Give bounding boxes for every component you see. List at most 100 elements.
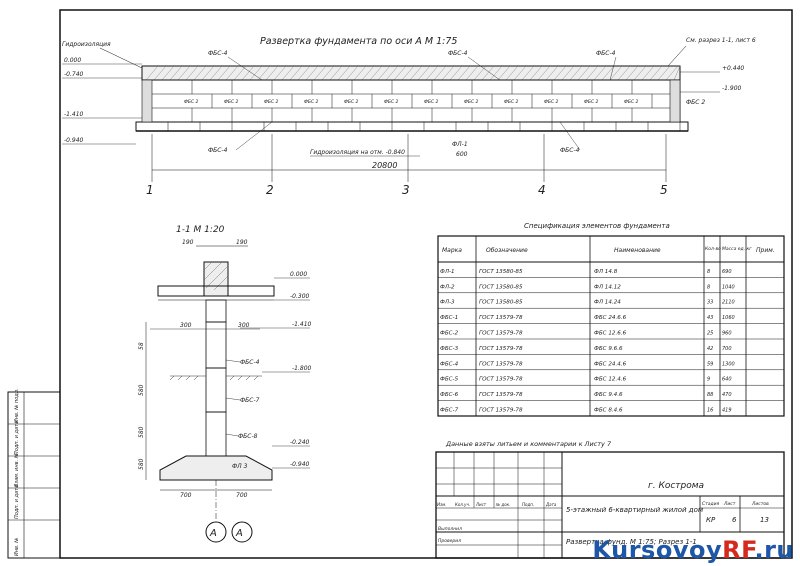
axis-label: 2: [266, 183, 274, 197]
spec-cell: 9: [707, 377, 710, 383]
tb-col-header: Дата: [545, 502, 557, 507]
spec-cell: 1040: [722, 284, 735, 290]
spec-cell: 59: [707, 361, 713, 367]
section-left-dim: 58: [138, 342, 145, 350]
block-label: ФБС 2: [464, 99, 479, 105]
spec-cell: ГОСТ 13579-78: [479, 315, 523, 321]
spec-header: Обозначение: [486, 247, 528, 254]
spec-cell: ГОСТ 13580-85: [479, 284, 523, 290]
section-left-dim: 580: [138, 458, 145, 470]
block-label: ФБС 2: [184, 99, 199, 105]
tb-col-header: Изм.: [437, 502, 446, 507]
axis-bubble: [231, 521, 253, 543]
section-axis-label: А: [235, 528, 243, 539]
callout-fbs4: ФБС-4: [560, 147, 580, 154]
side-stamp-cell: Взам. инв. №: [14, 453, 20, 487]
side-stamp: Инв. № подл. Подп. и дата Взам. инв. № П…: [7, 389, 61, 559]
level-right: +0.440: [722, 65, 744, 72]
spec-cell: 42: [707, 346, 713, 352]
spec-cell: ФЛ 14.24: [594, 300, 621, 306]
spec-cell: ФЛ 14.8: [594, 269, 618, 275]
axis-label: 1: [146, 183, 154, 197]
spec-cell: ФБС 9.4.6: [594, 392, 623, 398]
spec-cell: ГОСТ 13579-78: [479, 361, 523, 367]
spec-cell: ГОСТ 13579-78: [479, 331, 523, 337]
tb-stage-header: Стадия: [702, 501, 720, 507]
spec-cell: 700: [722, 346, 732, 352]
spec-cell: ФЛ-1: [440, 269, 455, 275]
axis-label: 4: [538, 183, 546, 197]
tb-col-header: № док.: [495, 502, 510, 507]
spec-cell: 43: [707, 315, 713, 321]
section-title: 1-1 М 1:20: [176, 225, 225, 235]
block-label: ФБС 2: [544, 99, 559, 105]
strip-joints: [167, 122, 681, 131]
spec-cell: 470: [722, 392, 732, 398]
spec-cell: ФБС 12.4.6: [594, 377, 627, 383]
label-600: 600: [456, 151, 468, 158]
spec-cell: ГОСТ 13580-85: [479, 300, 523, 306]
tb-sheets: 13: [760, 516, 769, 524]
spec-cell: 640: [722, 377, 732, 383]
spec-cell: 88: [707, 392, 713, 398]
block-label: ФБС 2: [624, 99, 639, 105]
spec-header: Кол-во: [705, 246, 721, 252]
block-label: ФБС 2: [504, 99, 519, 105]
side-stamp-cell: Подп. и дата: [14, 421, 20, 455]
section-level: -1.800: [292, 365, 312, 372]
block-label: ФБС 2: [384, 99, 399, 105]
spec-cell: ФБС-6: [440, 392, 459, 398]
axis-label: 3: [402, 183, 410, 197]
level-left: -0.940: [64, 137, 84, 144]
spec-header: Наименование: [614, 247, 661, 254]
spec-cell: ФБС 24.6.6: [594, 315, 627, 321]
section-mid-dim: 300: [180, 322, 192, 329]
section-left-dim: 580: [138, 426, 145, 438]
level-left: 0.000: [64, 57, 81, 64]
specification-table: Спецификация элементов фундамента Марка …: [437, 222, 785, 417]
section-bottom-dim: 700: [180, 492, 192, 499]
section-level: 0.000: [290, 271, 307, 278]
side-stamp-cell: Инв. № подл.: [14, 389, 20, 424]
block-label: ФБС 2: [264, 99, 279, 105]
level-left: -0.740: [64, 71, 84, 78]
overall-dimension: 20800: [372, 161, 397, 170]
block-label: ФБС 2: [424, 99, 439, 105]
tb-city: г. Кострома: [648, 481, 704, 491]
section-callout: ФБС-8: [238, 433, 258, 440]
spec-cell: 960: [722, 331, 732, 337]
slab-hatch: [145, 65, 681, 81]
section-callout: ФБС-7: [240, 397, 260, 404]
spec-cell: ФБС 9.6.6: [594, 346, 623, 352]
tb-col-header: Подп.: [522, 502, 534, 507]
tb-sheet-name: Развертка фунд. М 1:75; Разрез 1-1: [566, 538, 697, 546]
label-waterproofing: Гидроизоляция: [62, 41, 111, 48]
label-fl1: ФЛ-1: [452, 141, 468, 148]
drawing-note: Данные взяты литьем и комментарии к Лист…: [445, 440, 612, 448]
spec-cell: 690: [722, 269, 732, 275]
spec-cell: 419: [722, 408, 732, 414]
axis-bubble: [205, 521, 227, 543]
spec-cell: ГОСТ 13579-78: [479, 346, 523, 352]
spec-cell: ФБС-3: [440, 346, 459, 352]
block-label: ФБС 2: [224, 99, 239, 105]
callout-fbs4: ФБС-4: [448, 50, 468, 57]
spec-cell: ФБС-7: [440, 408, 459, 414]
spec-cell: 16: [707, 408, 713, 414]
drawing-frame: [59, 9, 793, 559]
section-top-dim: 190: [236, 239, 248, 246]
section-axis-label: А: [209, 528, 217, 539]
label-see-section: См. разрез 1-1, лист 6: [686, 37, 756, 44]
spec-cell: ФБС 8.4.6: [594, 408, 623, 414]
spec-cell: ФЛ-3: [440, 300, 455, 306]
tb-col-header: Лист: [475, 502, 487, 507]
spec-cell: ФБС-1: [440, 315, 458, 321]
section-callout: ФБС-4: [240, 359, 260, 366]
level-right: -1.900: [722, 85, 742, 92]
callout-fbs4: ФБС-4: [208, 50, 228, 57]
tb-row-label: Выполнил: [438, 526, 462, 532]
spec-cell: 2110: [722, 300, 735, 306]
axis-markers: 1 2 3 4 5: [146, 134, 668, 197]
spec-cell: ГОСТ 13579-78: [479, 392, 523, 398]
